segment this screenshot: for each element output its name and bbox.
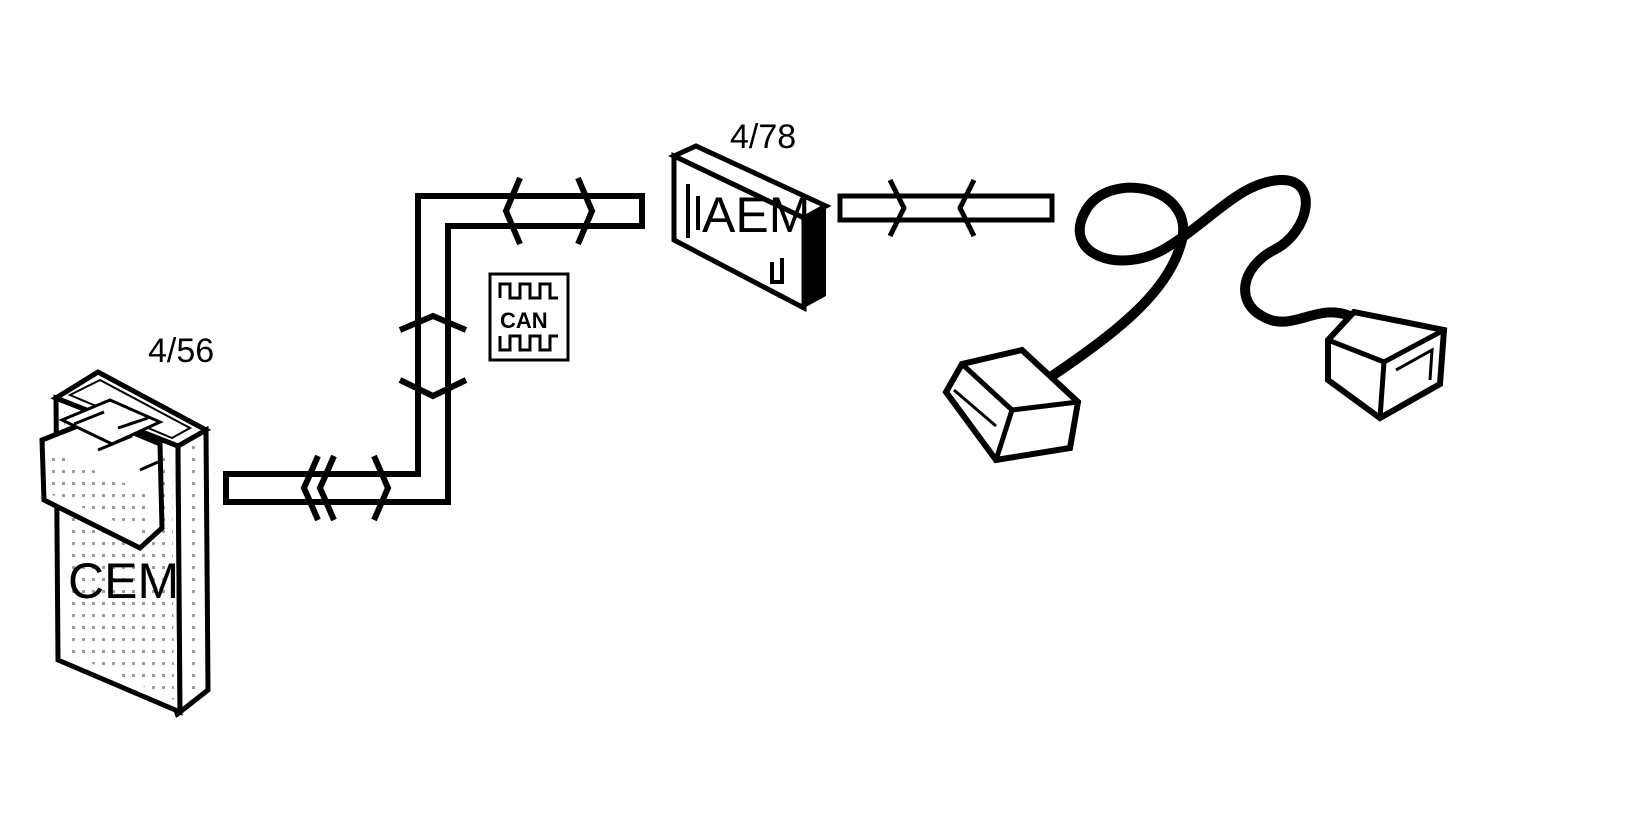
antenna-link [837, 178, 1055, 238]
cem-label: CEM [68, 553, 179, 609]
cem-module: CEM 4/56 [39, 332, 214, 718]
aem-ref-label: 4/78 [730, 118, 796, 156]
cem-ref-label: 4/56 [148, 332, 214, 370]
can-bus-link [223, 176, 645, 522]
aem-module: AEM 4/78 [668, 118, 832, 313]
can-bus-icon: CAN [488, 272, 570, 362]
antenna-unit-icon [942, 175, 1448, 464]
can-label: CAN [500, 308, 548, 333]
aem-label: AEM [702, 187, 810, 243]
